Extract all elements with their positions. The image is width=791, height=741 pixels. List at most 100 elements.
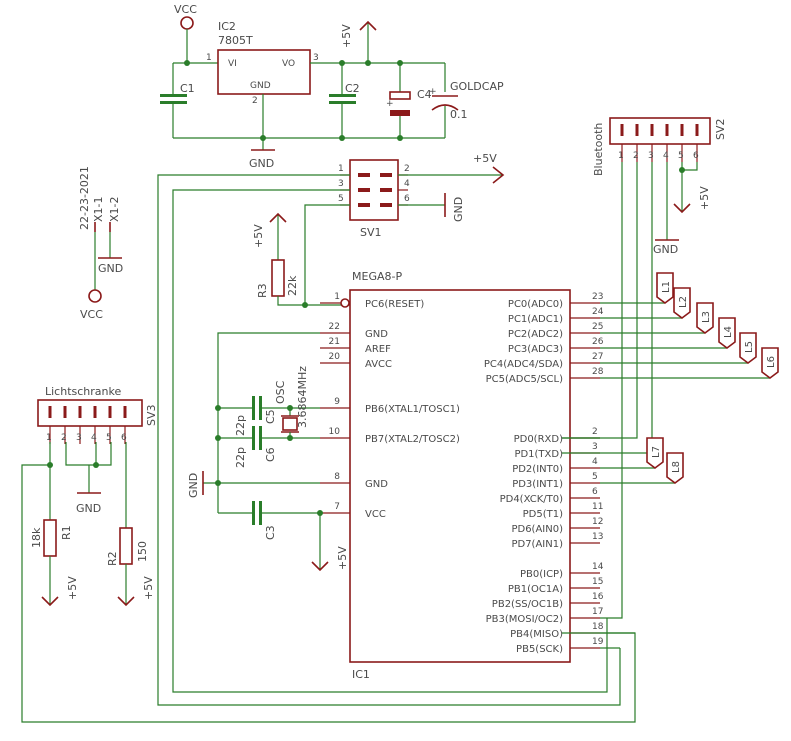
- sv1-pin-body: [358, 173, 370, 177]
- c2-label: C2: [345, 82, 360, 95]
- mega-name: MEGA8-P: [352, 270, 402, 283]
- mega-right-pin-number: 12: [592, 517, 603, 527]
- c1-label: C1: [180, 82, 195, 95]
- mega-right-pin-number: 3: [592, 442, 598, 452]
- mega-left-pin-number: 7: [334, 502, 340, 512]
- mega-left-pin-number: 10: [329, 427, 341, 437]
- r3-resistor: +5V R3 22k: [252, 212, 308, 308]
- mega-right-pin-number: 5: [592, 472, 598, 482]
- r1-value: 18k: [30, 527, 43, 548]
- sv3-pin-body: [123, 406, 127, 418]
- clock-and-supply-section: C5 22p C6 22p OSC 3.6864MHz GND C3 +5V: [187, 332, 349, 572]
- vcc-top-terminal: [180, 16, 194, 30]
- gnd-label-sv1: GND: [452, 197, 465, 222]
- gnd-label-sv3: GND: [76, 502, 101, 515]
- led-label: L4: [723, 326, 734, 338]
- bluetooth-label: Bluetooth: [592, 123, 605, 176]
- ic2-value: 7805T: [218, 34, 253, 47]
- mega-right-pin-name: PC2(ADC2): [508, 329, 563, 340]
- mega-left-pin-name: GND: [365, 329, 388, 340]
- sv2-pin-number: 6: [693, 151, 699, 161]
- mega-right-pin-number: 16: [592, 592, 604, 602]
- ic2-gnd-label: GND: [250, 81, 271, 91]
- sv3-pin-number: 5: [106, 433, 112, 443]
- led-label: L8: [671, 461, 682, 473]
- vcc-top-label: VCC: [174, 3, 197, 16]
- osc-value: 3.6864MHz: [296, 366, 309, 428]
- mega-right-pin-number: 28: [592, 367, 604, 377]
- sv2-pin-number: 4: [663, 151, 669, 161]
- led-l1: L1: [600, 272, 674, 304]
- c5-value: 22p: [234, 415, 247, 436]
- sv3-label: SV3: [145, 404, 158, 426]
- sv1-pin-body: [380, 173, 392, 177]
- sv2-pin-body: [695, 124, 699, 136]
- mega-left-pin-number: 9: [334, 397, 340, 407]
- r1-label: R1: [60, 525, 73, 540]
- sv2-pin-body: [650, 124, 654, 136]
- led-l8: L8: [600, 452, 684, 484]
- sv3-pin-number: 4: [91, 433, 97, 443]
- sv2-pin-number: 5: [678, 151, 684, 161]
- goldcap-plus-sign: +: [429, 87, 437, 97]
- regulator-ic2: [217, 49, 311, 95]
- sv1-pin-body: [358, 188, 370, 192]
- mega-right-pin-name: PB0(ICP): [520, 569, 563, 580]
- sv2-pin-body: [665, 124, 669, 136]
- mega-left-pin-number: 21: [329, 337, 340, 347]
- sv2-pin-body: [680, 124, 684, 136]
- sv1-pin-number: 2: [404, 164, 410, 174]
- mega-left-pin-name: GND: [365, 479, 388, 490]
- mega-right-pin-number: 27: [592, 352, 603, 362]
- mega-right-pin-name: PD4(XCK/T0): [500, 494, 563, 505]
- c5-label: C5: [264, 409, 277, 424]
- sv3-pin-body: [63, 406, 67, 418]
- led-label: L2: [678, 296, 689, 308]
- mega-left-pin-name: PB6(XTAL1/TOSC1): [365, 404, 460, 415]
- mega-left-pin-name: PB7(XTAL2/TOSC2): [365, 434, 460, 445]
- plus5v-sv1-label: +5V: [473, 152, 497, 165]
- mega-right-pin-number: 2: [592, 427, 598, 437]
- sv1-pin-body: [358, 203, 370, 207]
- mega-right-pin-number: 26: [592, 337, 604, 347]
- x1-2-label: X1-2: [108, 196, 121, 222]
- c6-value: 22p: [234, 447, 247, 468]
- mega-left-pin-name: PC6(RESET): [365, 299, 424, 310]
- mega-right-pin-number: 6: [592, 487, 598, 497]
- mega-right-pin-name: PB2(SS/OC1B): [492, 599, 563, 610]
- gnd-label-sv2: GND: [653, 243, 678, 256]
- mega-left-pin-name: AREF: [365, 344, 391, 355]
- gnd-label-supply: GND: [249, 157, 274, 170]
- power-supply-section: VCC C1 IC2 7805T VI VO GND 1 3 2 +5V: [160, 3, 504, 170]
- ic2-vi-label: VI: [228, 59, 237, 69]
- sv1-pin-number: 5: [338, 194, 344, 204]
- gnd-label-mega: GND: [187, 473, 200, 498]
- mega-left-pin-name: AVCC: [365, 359, 392, 370]
- mega-right-pin-name: PD2(INT0): [512, 464, 563, 475]
- sv1-label: SV1: [360, 226, 382, 239]
- mega-right-pin-name: PD3(INT1): [512, 479, 563, 490]
- goldcap-value: 0.1: [450, 108, 468, 121]
- c6-label: C6: [264, 447, 277, 462]
- ic2-pin1-number: 1: [206, 53, 212, 63]
- c4-label: C4: [417, 88, 432, 101]
- led-l5: L5: [600, 332, 757, 364]
- mega-right-pin-name: PB4(MISO): [510, 629, 563, 640]
- vcc-label-x1: VCC: [80, 308, 103, 321]
- ic2-pin2-number: 2: [252, 96, 258, 106]
- sv2-label: SV2: [714, 118, 727, 140]
- sv2-pin-body: [620, 124, 624, 136]
- gnd-label-x1: GND: [98, 262, 123, 275]
- sv2-pin-number: 1: [618, 151, 624, 161]
- sv2-pin-body: [635, 124, 639, 136]
- x1-connector-section: 22-23-2021 X1-1 X1-2 GND VCC: [78, 166, 123, 321]
- sv3-pin-number: 2: [61, 433, 67, 443]
- sv3-pin-body: [78, 406, 82, 418]
- led-l3: L3: [600, 302, 714, 334]
- mega-left-pin-number: 20: [329, 352, 341, 362]
- mega-right-pin-number: 13: [592, 532, 603, 542]
- plus5v-r2-label: +5V: [142, 576, 155, 600]
- sv3-pin-body: [48, 406, 52, 418]
